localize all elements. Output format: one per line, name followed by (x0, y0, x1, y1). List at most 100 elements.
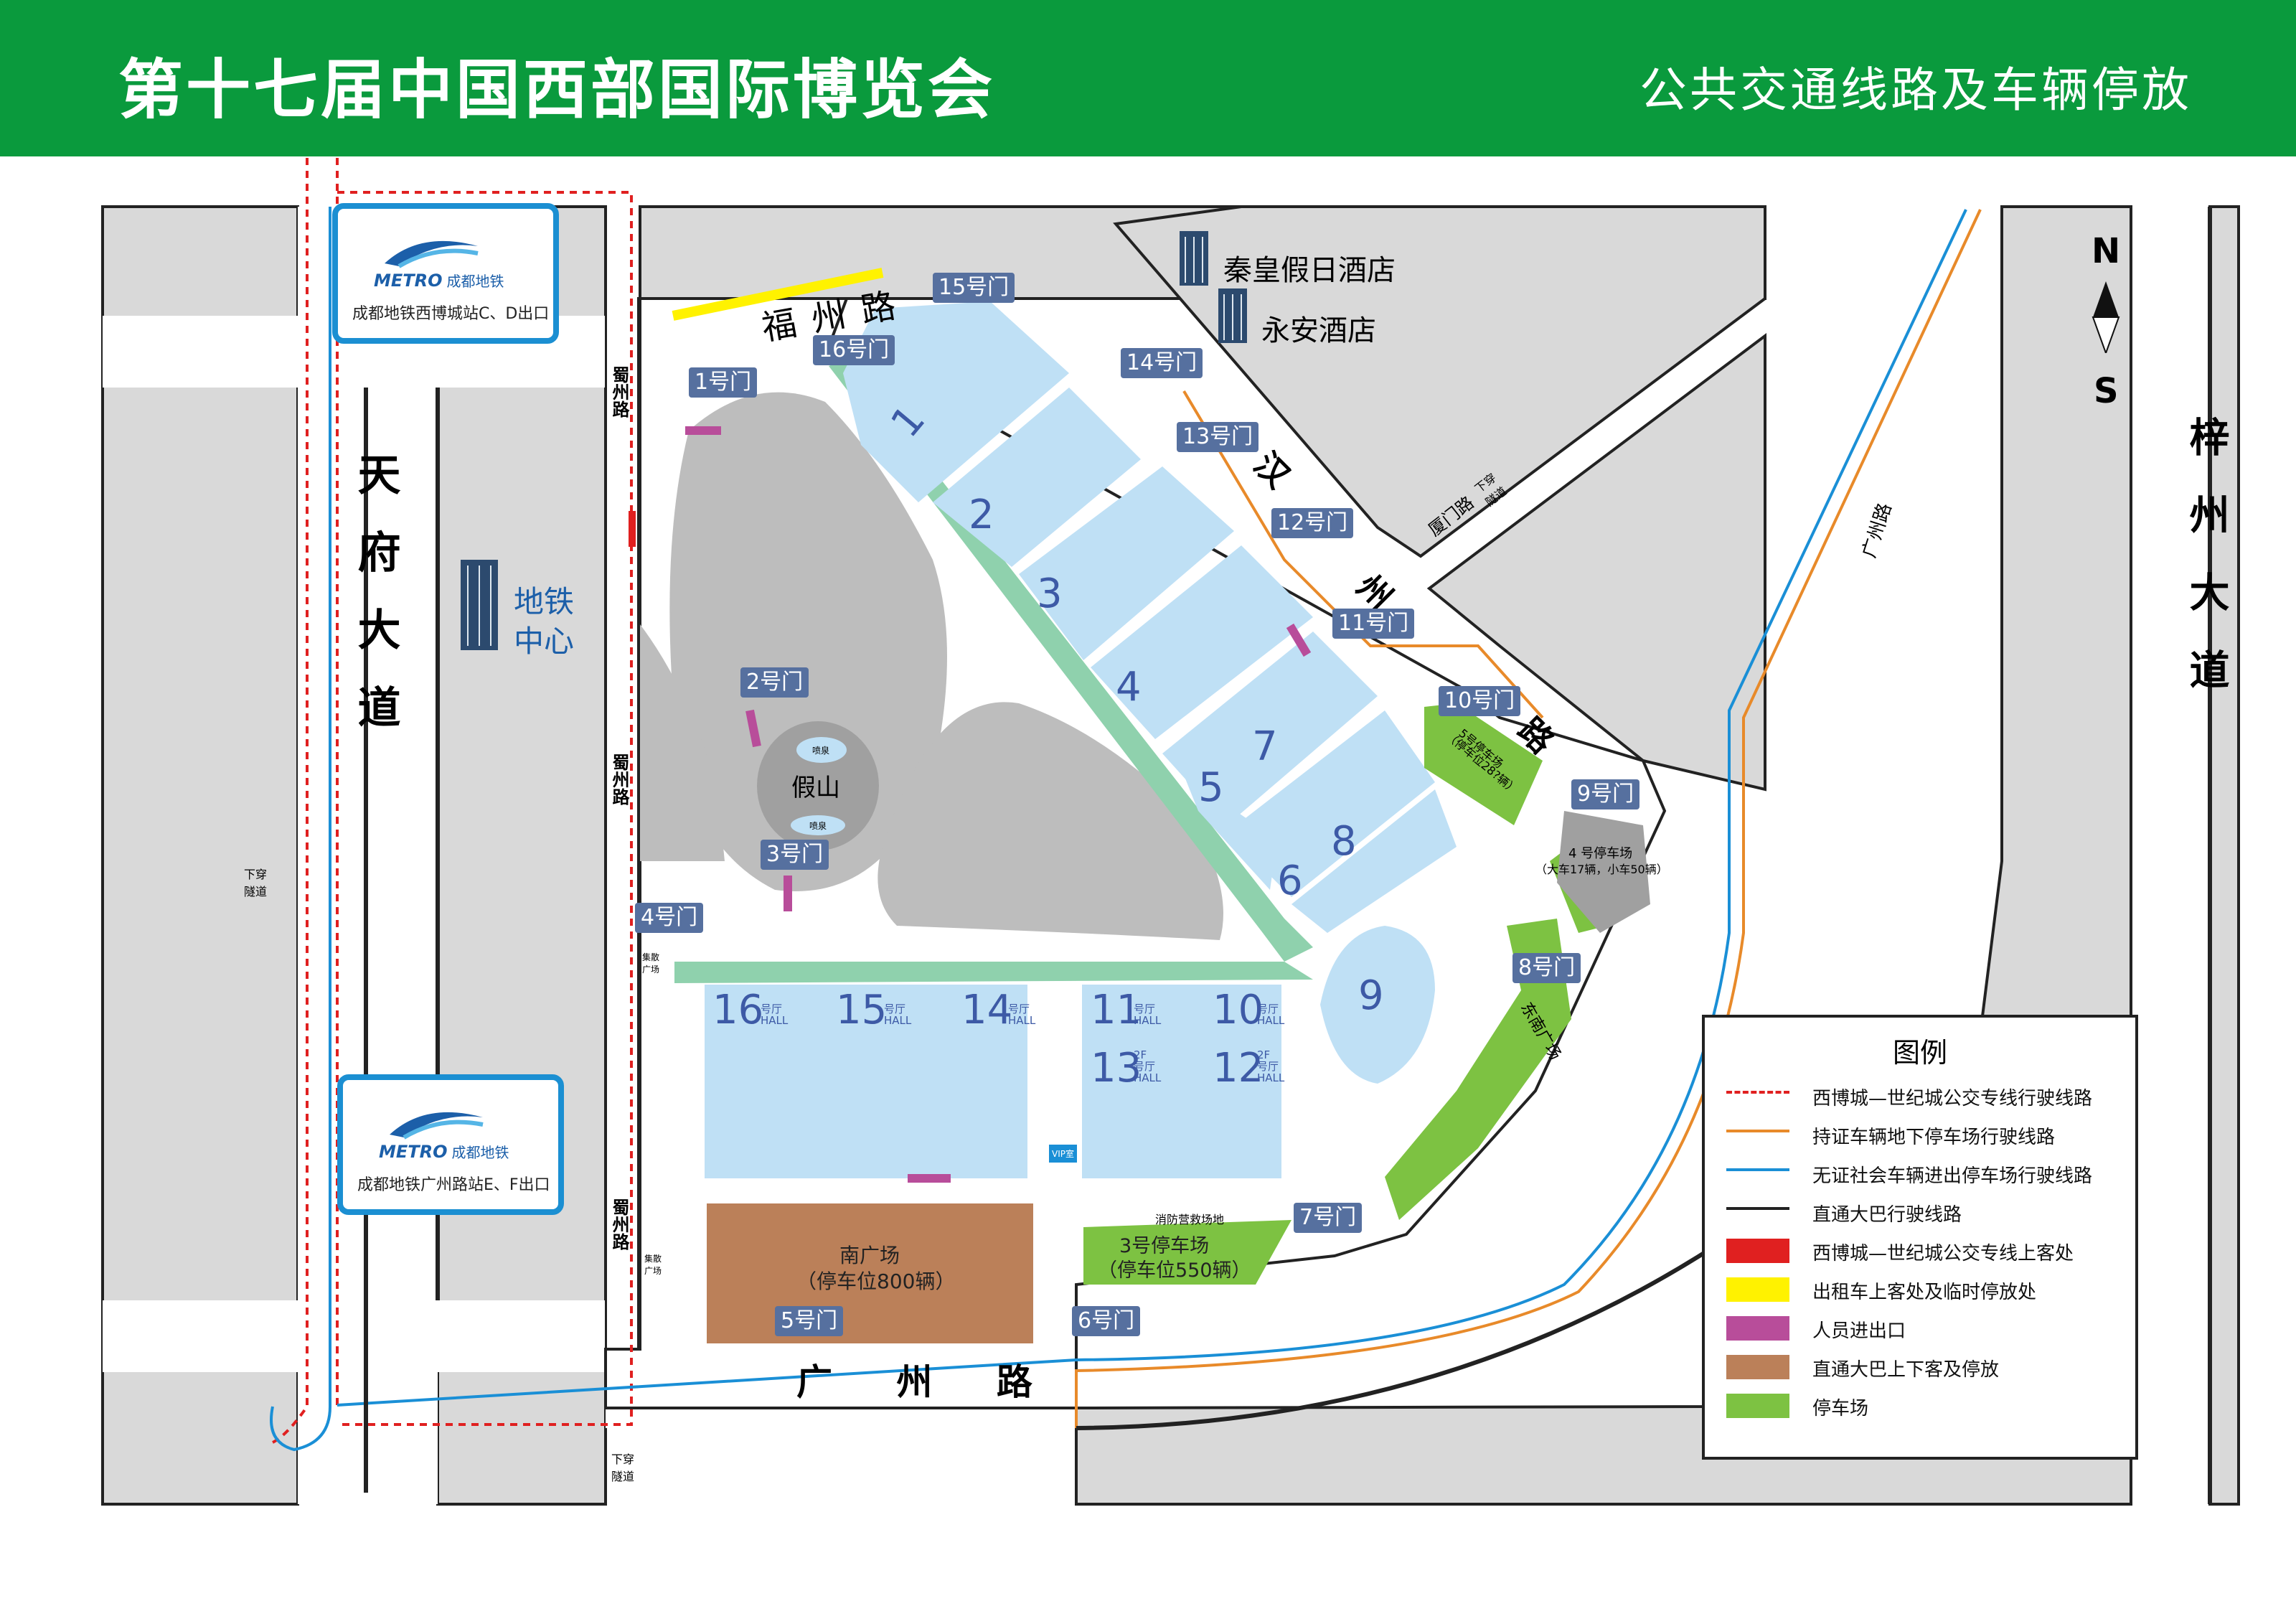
plaza-west (640, 624, 725, 861)
plaza-north (669, 392, 947, 891)
legend-label: 人员进出口 (1812, 1320, 1906, 1342)
legend-line (1726, 1130, 1789, 1132)
header-bar: 第十七届中国西部国际博览会 公共交通线路及车辆停放 (0, 0, 2296, 156)
gate-7[interactable]: 7号门 (1294, 1203, 1363, 1233)
gate-8[interactable]: 8号门 (1512, 953, 1581, 983)
gate-1[interactable]: 1号门 (689, 367, 758, 398)
gate-6[interactable]: 6号门 (1072, 1306, 1141, 1336)
legend-swatch (1726, 1239, 1789, 1263)
entrances (685, 426, 1312, 1183)
hall-7[interactable]: 7 (1252, 723, 1278, 770)
assembly-plaza-bottom: 集散广场 (644, 1254, 662, 1276)
road-zizhou: 梓州大道 (2183, 416, 2229, 726)
fountain-bottom (791, 815, 845, 835)
gate-3[interactable]: 3号门 (761, 840, 829, 870)
hall-4[interactable]: 4 (1116, 664, 1142, 710)
metro-station-bottom: 成都地铁广州路站E、F出口 (357, 1176, 550, 1194)
hall-3[interactable]: 3 (1037, 571, 1063, 617)
parking3-capacity: （停车位550辆） (1098, 1259, 1251, 1282)
legend-line (1726, 1207, 1789, 1210)
metro-logo-icon (390, 1112, 484, 1140)
legend-swatch (1726, 1355, 1789, 1379)
rockery-label: 假山 (791, 774, 840, 802)
gate-15[interactable]: 15号门 (933, 273, 1015, 303)
legend-label: 出租车上客处及临时停放处 (1812, 1282, 2037, 1303)
road-shuzhou-bot: 蜀州路 (609, 1198, 629, 1250)
compass-south: S (2094, 371, 2119, 411)
walkway-horizontal (674, 962, 1313, 983)
gate-9[interactable]: 9号门 (1571, 779, 1640, 809)
metro-logo-icon (385, 240, 479, 268)
metro-station-top: 成都地铁西博城站C、D出口 (352, 305, 550, 323)
underpass-2: 下穿隧道 (611, 1452, 635, 1483)
building-icon-2 (1218, 288, 1247, 343)
hall-12[interactable]: 12 (1213, 1045, 1264, 1092)
fire-rescue-label: 消防营救场地 (1155, 1213, 1225, 1226)
hall-9[interactable]: 9 (1358, 972, 1384, 1019)
south-plaza-capacity: （停车位800辆） (796, 1269, 956, 1293)
legend-swatch (1726, 1316, 1789, 1341)
parking4-capacity: （大车17辆，小车50辆） (1535, 863, 1668, 876)
gate-12[interactable]: 12号门 (1271, 508, 1354, 538)
hall-16[interactable]: 16 (712, 987, 764, 1033)
legend-label: 西博城—世纪城公交专线行驶线路 (1812, 1088, 2093, 1109)
legend-label: 直通大巴上下客及停放 (1812, 1359, 2000, 1381)
hotel-qinhuang: 秦皇假日酒店 (1223, 254, 1396, 287)
underpass-1: 下穿隧道 (244, 868, 268, 898)
road-shuzhou-mid: 蜀州路 (609, 754, 629, 805)
hall-8[interactable]: 8 (1331, 818, 1357, 865)
taxi-zone (672, 268, 884, 321)
hall-15[interactable]: 15 (836, 987, 888, 1033)
hall-13[interactable]: 13 (1091, 1045, 1142, 1092)
fountain-top-label: 喷泉 (812, 746, 830, 756)
gate-16[interactable]: 16号门 (813, 335, 895, 365)
gate-13[interactable]: 13号门 (1177, 422, 1259, 452)
parking4-gray (1557, 811, 1650, 933)
south-plaza-label: 南广场 (839, 1244, 900, 1267)
road-tianfu: 天府大道 (350, 452, 400, 762)
legend-line (1726, 1091, 1789, 1094)
hall-6[interactable]: 6 (1277, 858, 1303, 904)
parking4-label: 4 号停车场 (1568, 846, 1633, 861)
legend-title: 图例 (1892, 1037, 1947, 1069)
hall-2[interactable]: 2 (969, 492, 994, 538)
legend-label: 持证车辆地下停车场行驶线路 (1812, 1127, 2056, 1148)
legend-line (1726, 1168, 1789, 1171)
legend-label: 停车场 (1812, 1398, 1869, 1419)
road-guangzhou: 广 州 路 (796, 1361, 1058, 1403)
hall-11[interactable]: 11 (1091, 987, 1142, 1033)
gate-14[interactable]: 14号门 (1121, 348, 1203, 378)
hall-5[interactable]: 5 (1198, 764, 1224, 811)
legend: 图例 西博城—世纪城公交专线行驶线路持证车辆地下停车场行驶线路无证社会车辆进出停… (1702, 1015, 2138, 1460)
page-subtitle: 公共交通线路及车辆停放 (1639, 62, 2192, 118)
compass-arrow-icon (2092, 281, 2120, 353)
gate-10[interactable]: 10号门 (1439, 686, 1521, 716)
exhibition-halls (705, 301, 1457, 1178)
south-plaza (707, 1203, 1033, 1343)
gate-11[interactable]: 11号门 (1332, 609, 1415, 639)
parking3-label: 3号停车场 (1119, 1235, 1210, 1257)
gate-4[interactable]: 4号门 (635, 903, 704, 933)
hall-10[interactable]: 10 (1213, 987, 1264, 1033)
page-title: 第十七届中国西部国际博览会 (118, 52, 995, 128)
gate-2[interactable]: 2号门 (740, 667, 809, 698)
building-icon-1 (1180, 231, 1208, 286)
gate-5[interactable]: 5号门 (775, 1306, 844, 1336)
hotel-yongan: 永安酒店 (1261, 314, 1376, 347)
hall-14[interactable]: 14 (961, 987, 1013, 1033)
building-icon-3 (461, 560, 498, 650)
legend-swatch (1726, 1277, 1789, 1302)
legend-swatch (1726, 1394, 1789, 1418)
fountain-top (796, 737, 847, 763)
